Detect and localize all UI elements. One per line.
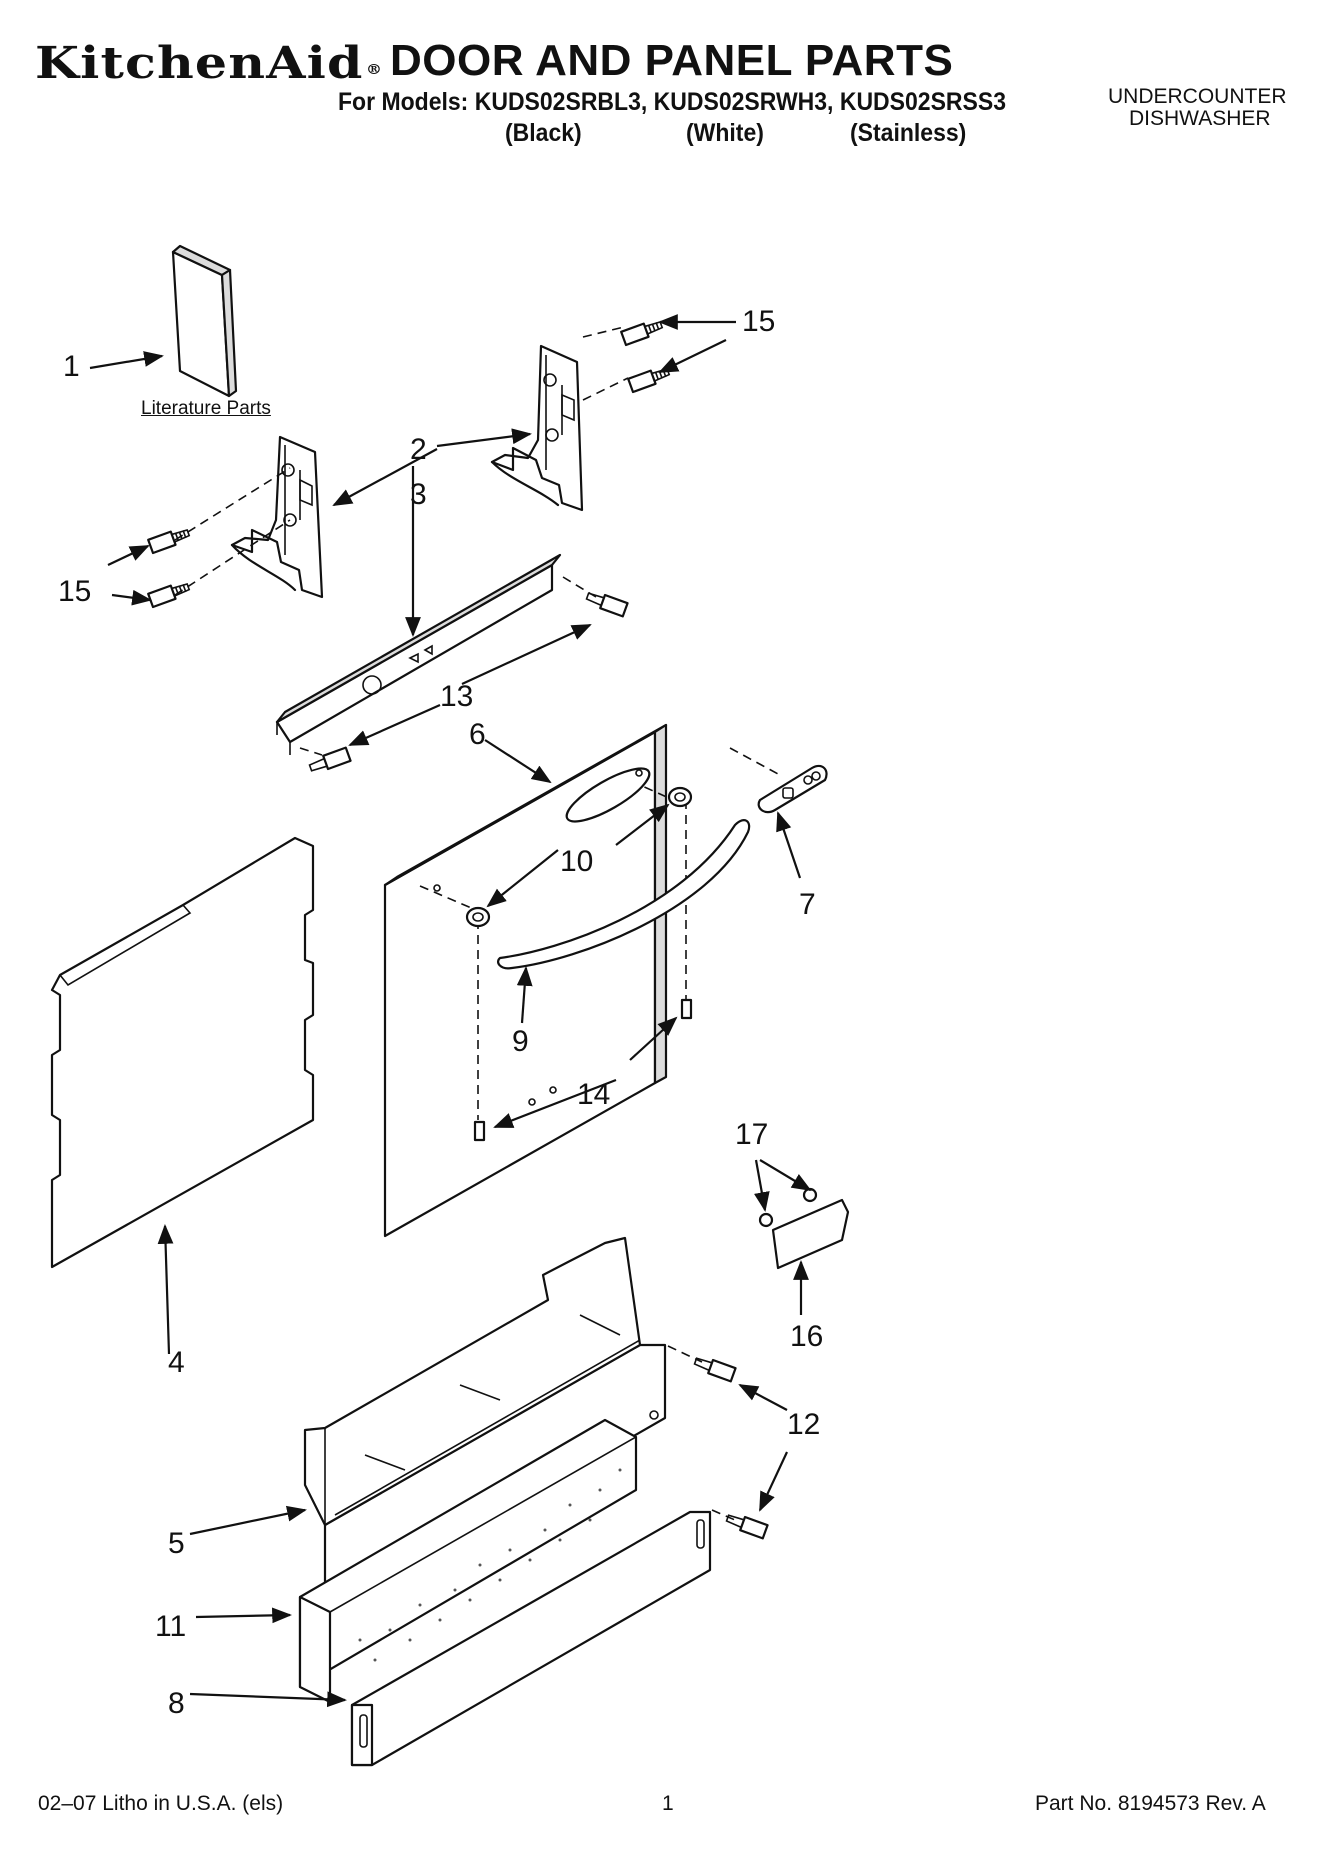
panel-screws <box>667 1345 769 1540</box>
callout-14: 14 <box>577 1078 611 1111</box>
callout-11: 11 <box>155 1610 187 1643</box>
handle-end-bracket <box>729 747 828 814</box>
callout-10: 10 <box>560 845 594 878</box>
variant-stainless: (Stainless) <box>850 119 967 147</box>
callout-2: 2 <box>410 433 427 466</box>
callout-13: 13 <box>440 680 474 713</box>
variant-white: (White) <box>686 119 764 147</box>
callout-4: 4 <box>168 1346 185 1379</box>
callout-9: 9 <box>512 1025 529 1058</box>
callout-17: 17 <box>735 1118 769 1151</box>
part-number: Part No. 8194573 Rev. A <box>1035 1792 1266 1815</box>
channel-screws <box>299 576 629 772</box>
brand-logo: KitchenAid® <box>35 38 384 89</box>
door-top-channel <box>275 553 562 755</box>
models-line: For Models: KUDS02SRBL3, KUDS02SRWH3, KU… <box>338 88 1007 116</box>
literature-booklet <box>171 244 238 398</box>
callout-15-left: 15 <box>58 575 92 608</box>
callout-6: 6 <box>469 718 486 751</box>
callout-1: 1 <box>63 350 80 383</box>
callout-8: 8 <box>168 1687 185 1720</box>
outer-door-panel <box>383 723 687 1238</box>
callout-16: 16 <box>790 1320 824 1353</box>
callout-leaders <box>89 314 812 1708</box>
callout-3: 3 <box>410 478 427 511</box>
litho-note: 02–07 Litho in U.S.A. (els) <box>38 1792 284 1815</box>
toe-plate-cap <box>758 1187 850 1270</box>
appliance-type: UNDERCOUNTER DISHWASHER <box>1108 85 1287 130</box>
literature-parts-label: Literature Parts <box>141 398 271 419</box>
hinge-bracket-left <box>230 435 324 599</box>
callout-7: 7 <box>799 888 816 921</box>
callout-12: 12 <box>787 1408 821 1441</box>
callout-15-right: 15 <box>742 305 776 338</box>
hinge-bracket-right <box>490 344 584 512</box>
page-title: DOOR AND PANEL PARTS <box>390 36 954 85</box>
door-handle <box>496 819 751 970</box>
inner-door-panel <box>50 836 315 1269</box>
handle-studs <box>473 998 693 1142</box>
toe-plate <box>350 1510 712 1767</box>
page-number: 1 <box>662 1792 674 1815</box>
callout-5: 5 <box>168 1527 185 1560</box>
variant-black: (Black) <box>505 119 582 147</box>
handle-mounts <box>465 786 693 928</box>
